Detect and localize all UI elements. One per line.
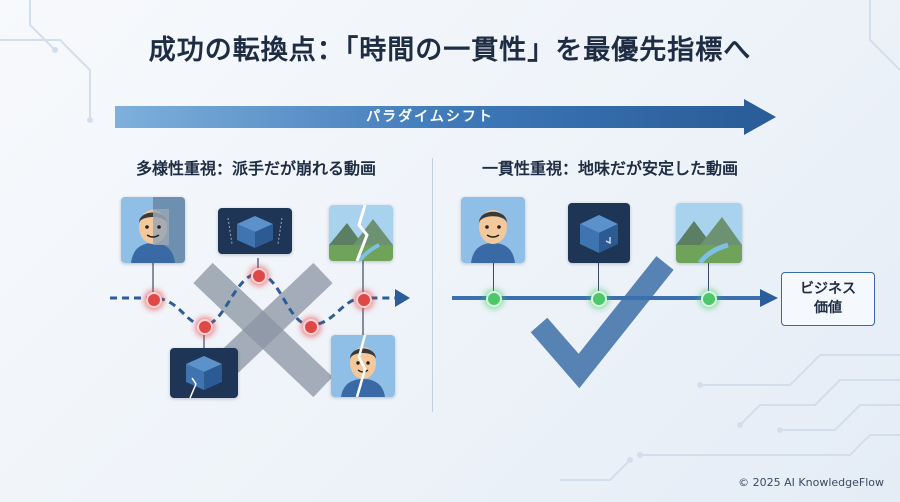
section-divider (432, 158, 433, 412)
copyright-text: © 2025 AI KnowledgeFlow (738, 476, 884, 489)
landscape-icon (329, 205, 393, 261)
timeline-node-unstable (303, 319, 319, 335)
business-value-box: ビジネス 価値 (781, 272, 875, 326)
connector-line (708, 262, 709, 292)
connector-line (598, 262, 599, 292)
person-icon (461, 197, 525, 263)
frame-box-shifted (170, 348, 238, 398)
frame-person-stable (461, 197, 525, 263)
frame-landscape-broken (329, 205, 393, 261)
box-icon (218, 208, 292, 254)
timeline-node-stable (701, 291, 717, 307)
timeline-node-unstable (197, 319, 213, 335)
frame-box-distorted (218, 208, 292, 254)
business-value-line2: 価値 (814, 300, 842, 316)
business-value-line1: ビジネス (800, 281, 856, 297)
landscape-icon (676, 203, 742, 263)
frame-box-stable (568, 203, 630, 263)
person-icon (121, 197, 185, 263)
timeline-node-unstable (356, 292, 372, 308)
left-section-label: 多様性重視：派手だが崩れる動画 (136, 159, 377, 178)
page-title: 成功の転換点：「時間の一貫性」を最優先指標へ (148, 35, 752, 66)
frame-landscape-stable (676, 203, 742, 263)
box-icon (170, 348, 238, 398)
timeline-node-unstable (146, 292, 162, 308)
paradigm-shift-arrow: パラダイムシフト (115, 106, 745, 128)
frame-person-morphing (121, 197, 185, 263)
paradigm-shift-arrowhead (744, 99, 776, 135)
timeline-node-stable (591, 291, 607, 307)
right-section-label: 一貫性重視：地味だが安定した動画 (482, 159, 739, 178)
box-icon (568, 203, 630, 263)
frame-person-cracked (331, 335, 395, 397)
timeline-node-stable (486, 291, 502, 307)
timeline-node-unstable (251, 268, 267, 284)
check-mark-icon (530, 256, 674, 389)
connector-line (493, 262, 494, 292)
person-icon (331, 335, 395, 397)
